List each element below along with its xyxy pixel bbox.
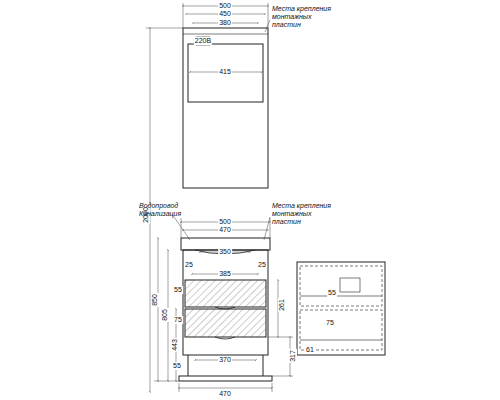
dimension-label: 385 xyxy=(218,270,232,278)
dimension-label: 443 xyxy=(171,338,179,352)
dimension-label: 55 xyxy=(327,289,337,297)
dimension-label: 25 xyxy=(184,261,194,269)
dimension-label: 75 xyxy=(325,319,335,327)
dimension-label: 75 xyxy=(173,316,183,324)
dimension-label: 350 xyxy=(218,248,232,256)
callout-note: Места крепления монтажных пластин xyxy=(271,5,339,29)
callout-note: Места крепления монтажных пластин xyxy=(271,202,339,226)
dimension-label: 25 xyxy=(257,261,267,269)
dimension-label: 61 xyxy=(305,346,315,354)
dimension-label: 500 xyxy=(218,218,232,226)
dimension-label: 220В xyxy=(194,37,212,45)
dimension-label: 470 xyxy=(218,226,232,234)
dimension-label: 317 xyxy=(289,349,297,363)
dimension-label: 370 xyxy=(218,356,232,364)
dimension-label: 380 xyxy=(218,19,232,27)
dimension-label: 850 xyxy=(151,293,159,307)
dimension-label: 805 xyxy=(161,308,169,322)
dimension-label: 450 xyxy=(218,10,232,18)
dimension-label: 55 xyxy=(173,286,183,294)
callout-note: Водопровод Канализация xyxy=(138,202,206,218)
dimension-label: 500 xyxy=(218,2,232,10)
dimension-label: 470 xyxy=(218,390,232,398)
dimension-label: 55 xyxy=(172,362,182,370)
dimension-label: 415 xyxy=(218,68,232,76)
dimension-label: 261 xyxy=(278,298,286,312)
